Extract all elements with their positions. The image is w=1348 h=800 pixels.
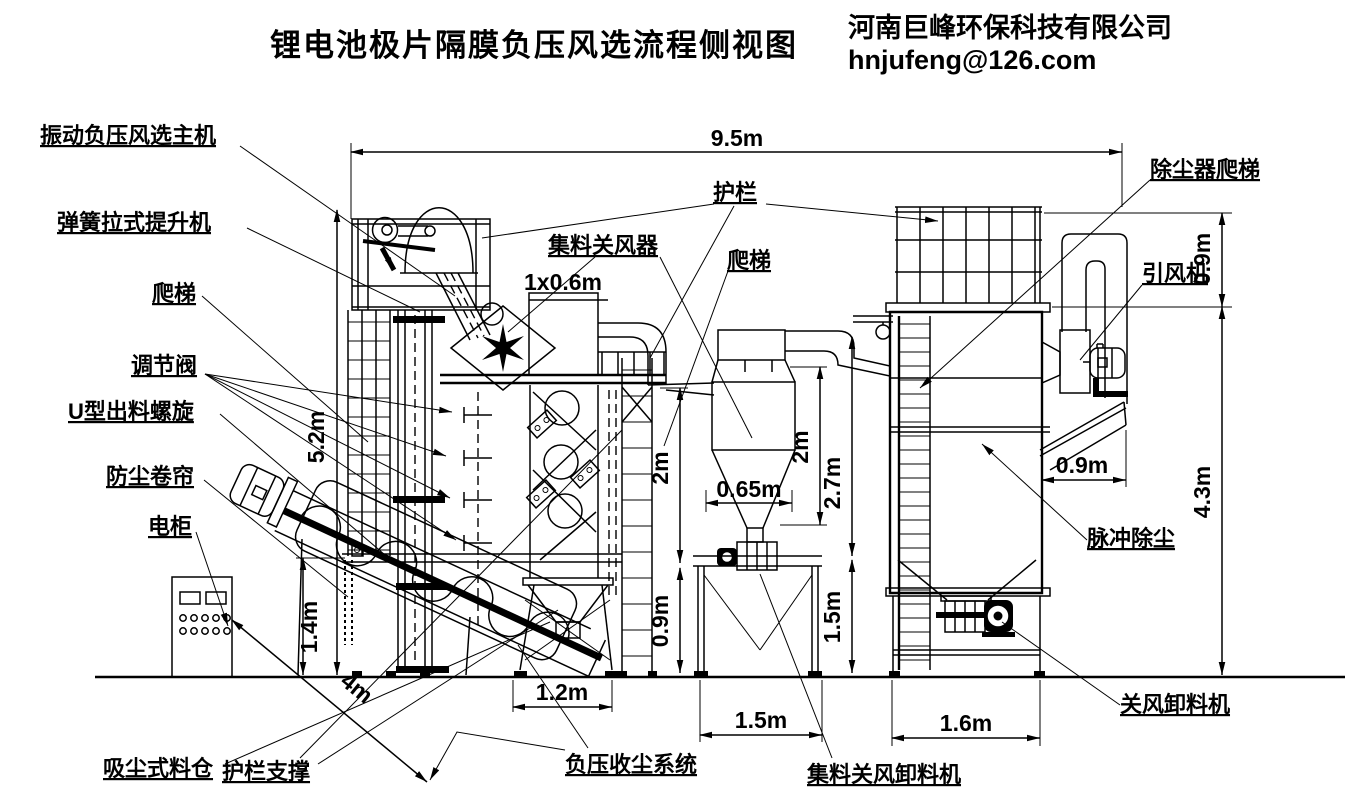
mid-ladder [609,358,657,677]
label-collecting-airlock: 集料关风器 [547,233,659,258]
equipment-labels: 振动负压风选主机 弹簧拉式提升机 爬梯 调节阀 U型出料螺旋 防尘卷帘 电柜 吸… [40,123,1260,787]
dim-stand-height: 1.5m [819,591,845,643]
induced-draft-fan [1040,234,1128,470]
label-railing: 护栏 [713,180,757,205]
dim-inlet-size: 1x0.6m [524,269,602,295]
label-u-type-discharge-screw: U型出料螺旋 [68,399,195,424]
company-email: hnjufeng@126.com [848,45,1096,75]
label-dust-curtain: 防尘卷帘 [106,464,194,489]
collection-airlock-box [529,293,608,375]
cyclone-stand [693,556,822,677]
outlet-diffuser [1040,402,1126,470]
electric-cabinet [172,577,232,677]
label-electric-cabinet: 电柜 [148,514,192,539]
company-name: 河南巨峰环保科技有限公司 [848,13,1172,43]
regulating-valves-pipe [464,392,492,628]
label-spring-pull-elevator: 弹簧拉式提升机 [57,210,211,235]
platform [440,352,666,383]
label-negative-pressure-dust-system: 负压收尘系统 [565,752,697,777]
label-dust-collector-ladder: 除尘器爬梯 [1150,157,1260,182]
tower-ladder [348,310,390,556]
dim-railing-height: 0.9m [1189,233,1215,285]
dim-overall-width: 9.5m [711,125,763,151]
dim-cone-outlet: 0.65m [716,476,781,502]
dim-tower-height: 5.2m [303,411,329,463]
elevator-column [393,310,449,673]
dimensions: 9.5m 0.9m 4.3m 5.2m 1.4m 4m 1.2m 1.5m 1.… [231,125,1232,782]
label-collecting-airlock-discharger: 集料关风卸料机 [806,762,961,787]
duct-to-cyclone [598,323,714,395]
collector-skirt [893,560,1040,677]
dim-screw-length: 4m [336,667,378,708]
dim-cyclone-height: 2m [787,430,813,463]
label-ladder-left: 爬梯 [152,281,196,306]
drive-motor [363,218,435,271]
dim-stand-base: 1.5m [735,707,787,733]
collector-airlock-discharger [936,596,1015,637]
dim-ladder-height: 2m [647,451,673,484]
label-vibrating-separator-main: 振动负压风选主机 [40,123,216,148]
label-airlock-discharger: 关风卸料机 [1120,692,1230,717]
elevator-tower [342,208,622,677]
label-railing-support: 护栏支撑 [222,759,310,784]
dim-fan-offset: 0.9m [1056,452,1108,478]
label-dust-suction-hopper: 吸尘式料仓 [103,756,214,781]
label-pulse-dust-collector: 脉冲除尘 [1086,526,1175,551]
label-ladder-mid: 爬梯 [727,248,771,273]
label-regulating-valve: 调节阀 [131,353,197,378]
dust-curtain-strip [345,560,352,645]
page-title: 锂电池极片隔膜负压风选流程侧视图 [270,28,798,63]
dim-collector-base: 1.6m [940,710,992,736]
label-induced-draft-fan: 引风机 [1142,261,1208,286]
dust-collector [886,207,1050,677]
leader-lines [196,146,1150,780]
fan-outlet-duct [1062,234,1127,404]
cyclone [712,330,795,570]
dim-cyclone-total: 2.7m [819,457,845,509]
collector-top-railing [895,207,1042,303]
dim-ladder-base: 0.9m [647,595,673,647]
machine-dome [405,208,473,273]
inlet-damper-icon [876,325,890,339]
separator-body [514,385,618,677]
dim-collector-height: 4.3m [1189,466,1215,518]
dim-hopper-height: 1.4m [296,601,322,653]
collector-ladder [899,316,930,670]
